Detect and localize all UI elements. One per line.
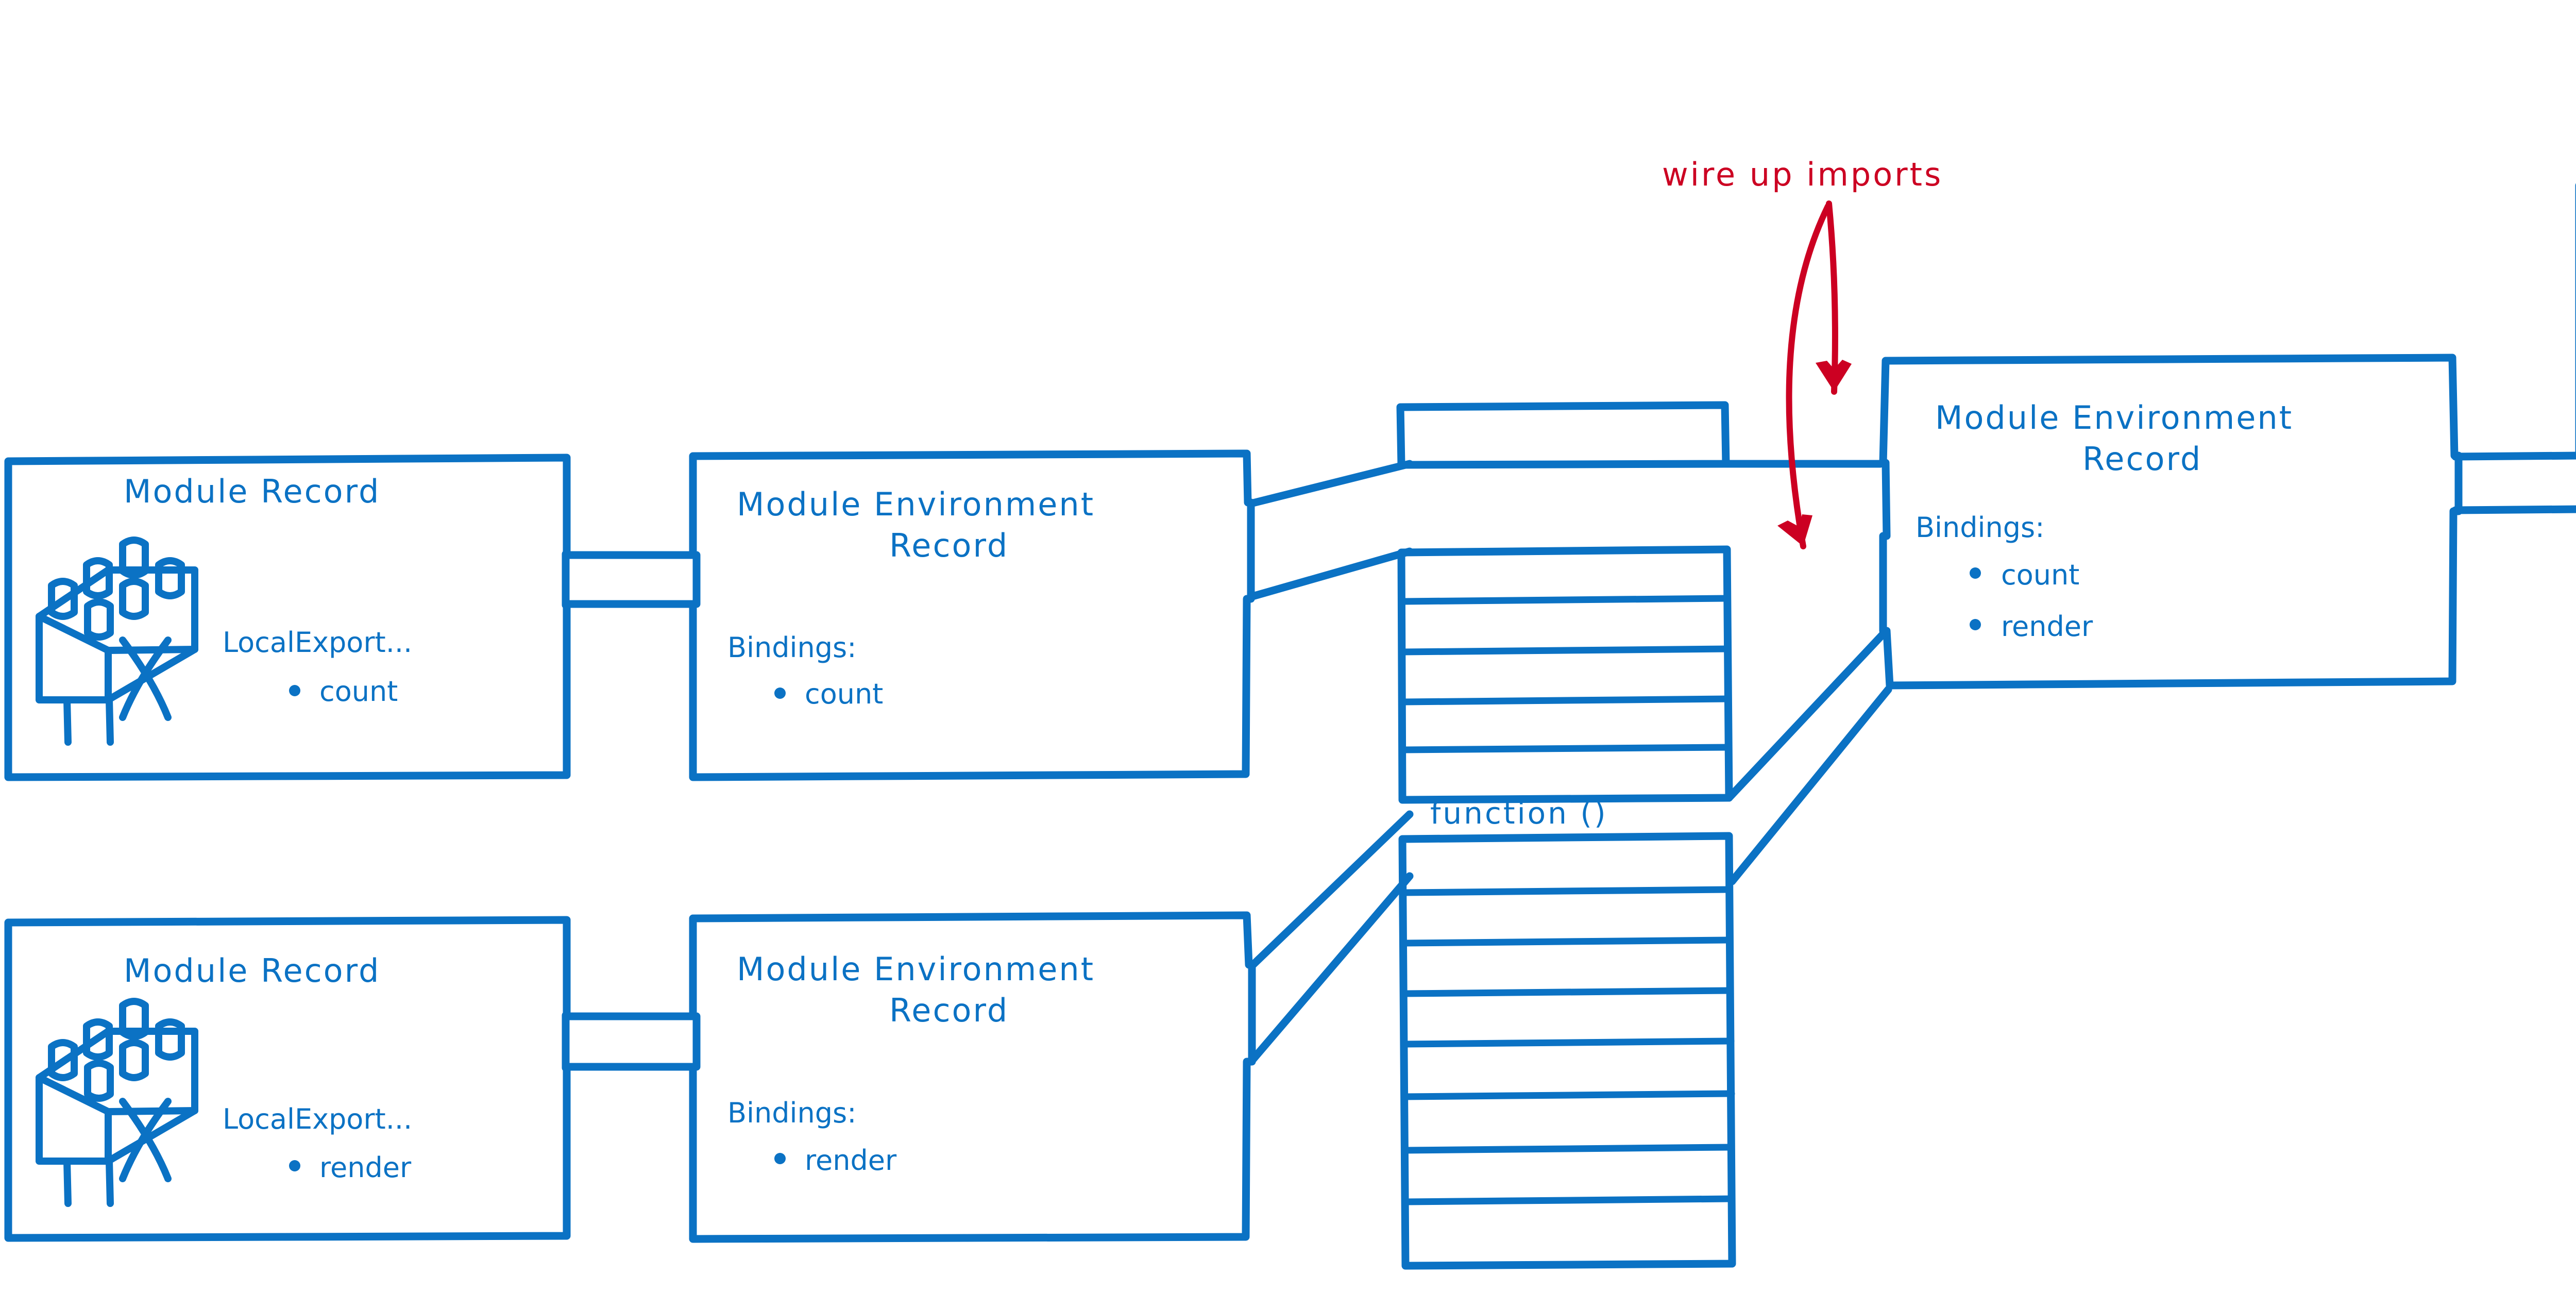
module-record-count-title: Module Record [124,473,380,510]
module-env-record-count-title-line1: Module Environment [737,485,1095,523]
module-record-count-entry: count [319,675,398,708]
module-env-record-main-title-line2: Record [2082,440,2202,478]
connector-stack-to-main-env-lower [1725,627,1892,885]
module-env-record-count-entry-row: count [774,678,883,710]
module-record-count-entry-row: count [289,675,398,708]
connector-notch-top-left [562,551,697,608]
module-env-record-render-section-label: Bindings: [727,1097,856,1129]
lego-brick-icon [36,998,198,1207]
module-env-record-render-title-line2: Record [889,992,1009,1029]
bullet-icon [289,685,300,696]
lego-brick-icon [36,536,198,746]
stack-function-label: function () [1430,796,1608,831]
stack-lower-block [1398,832,1736,1270]
module-env-record-render-title-line1: Module Environment [737,950,1095,988]
wire-up-imports-arrow-2 [1777,203,1831,549]
connector-top-env-to-stack [1247,460,1414,601]
connector-main-env-to-module-record [2451,451,2576,514]
module-env-record-main-entry-row: render [1970,610,2093,643]
module-env-record-render-entry-row: render [774,1144,897,1177]
module-env-record-render-entry: render [805,1144,897,1177]
module-env-record-main-entry-1: render [2001,610,2093,643]
connector-notch-bottom-left [562,1012,697,1071]
module-env-record-count-section-label: Bindings: [727,631,856,664]
module-env-record-main-title-line1: Module Environment [1935,399,2293,437]
bullet-icon [1970,567,1981,579]
bullet-icon [774,1153,786,1164]
bullet-icon [1970,619,1981,630]
bullet-icon [289,1160,300,1171]
wire-up-imports-arrow-1 [1816,200,1852,395]
module-env-record-main-section-label: Bindings: [1916,511,2044,544]
module-record-render-section-label: LocalExport... [223,1103,412,1135]
module-env-record-main-entry-0: count [2001,559,2079,591]
annotation-wire-up-imports: wire up imports [1662,156,1943,193]
module-record-render-title: Module Record [124,952,380,990]
module-env-record-count-entry: count [805,678,883,710]
module-record-render-entry-row: render [289,1151,412,1184]
connector-bottom-env-to-stack [1248,810,1414,1065]
bullet-icon [774,688,786,699]
module-record-render-entry: render [319,1151,412,1184]
module-record-count-section-label: LocalExport... [223,626,412,659]
module-env-record-main-entry-row: count [1970,559,2079,591]
module-env-record-count-title-line2: Record [889,527,1009,564]
